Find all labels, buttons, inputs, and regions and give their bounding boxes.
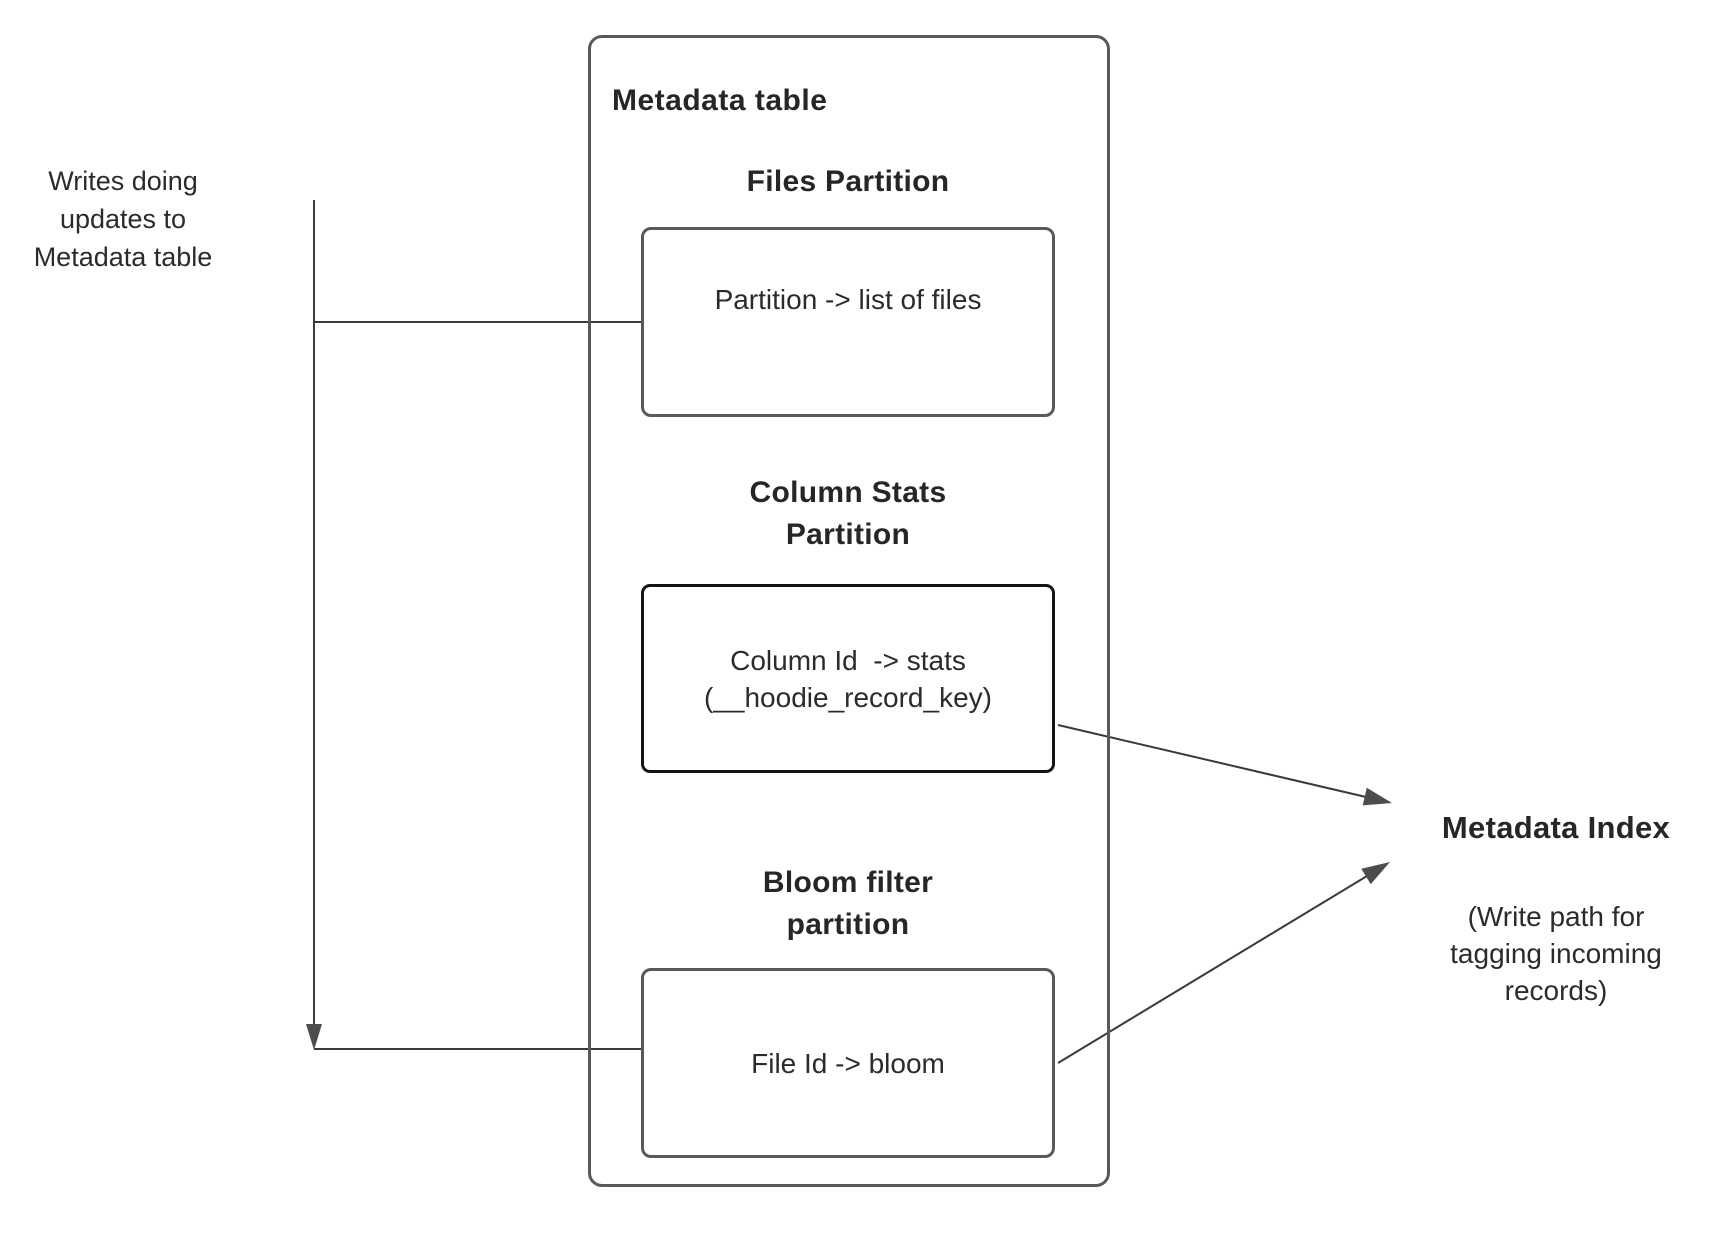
bloom-to-index-arrowhead-icon [1361, 862, 1390, 885]
metadata-table-container [588, 35, 1110, 1187]
column-stats-body-line1: Column Id -> stats [730, 644, 966, 676]
bloom-filter-body: File Id -> bloom [751, 1047, 945, 1079]
files-partition-heading: Files Partition [746, 165, 950, 198]
bloom-filter-partition-heading: Bloom filter partition [762, 866, 934, 941]
column-stats-body-line2: (__hoodie_record_key) [704, 681, 992, 713]
bloom-filter-box: File Id -> bloom [641, 968, 1055, 1158]
down-arrowhead-icon [306, 1024, 322, 1050]
files-partition-box: Partition -> list of files [641, 227, 1055, 417]
column-stats-box: Column Id -> stats (__hoodie_record_key) [641, 584, 1055, 773]
metadata-index-heading: Metadata Index [1441, 810, 1671, 845]
metadata-index-subtext: (Write path for tagging incoming records… [1450, 901, 1662, 1006]
writes-annotation: Writes doing updates to Metadata table [33, 166, 213, 272]
column-stats-partition-heading: Column Stats Partition [749, 476, 947, 551]
files-partition-body: Partition -> list of files [714, 283, 982, 315]
stats-to-index-arrowhead-icon [1362, 787, 1392, 806]
metadata-table-title: Metadata table [612, 84, 828, 117]
